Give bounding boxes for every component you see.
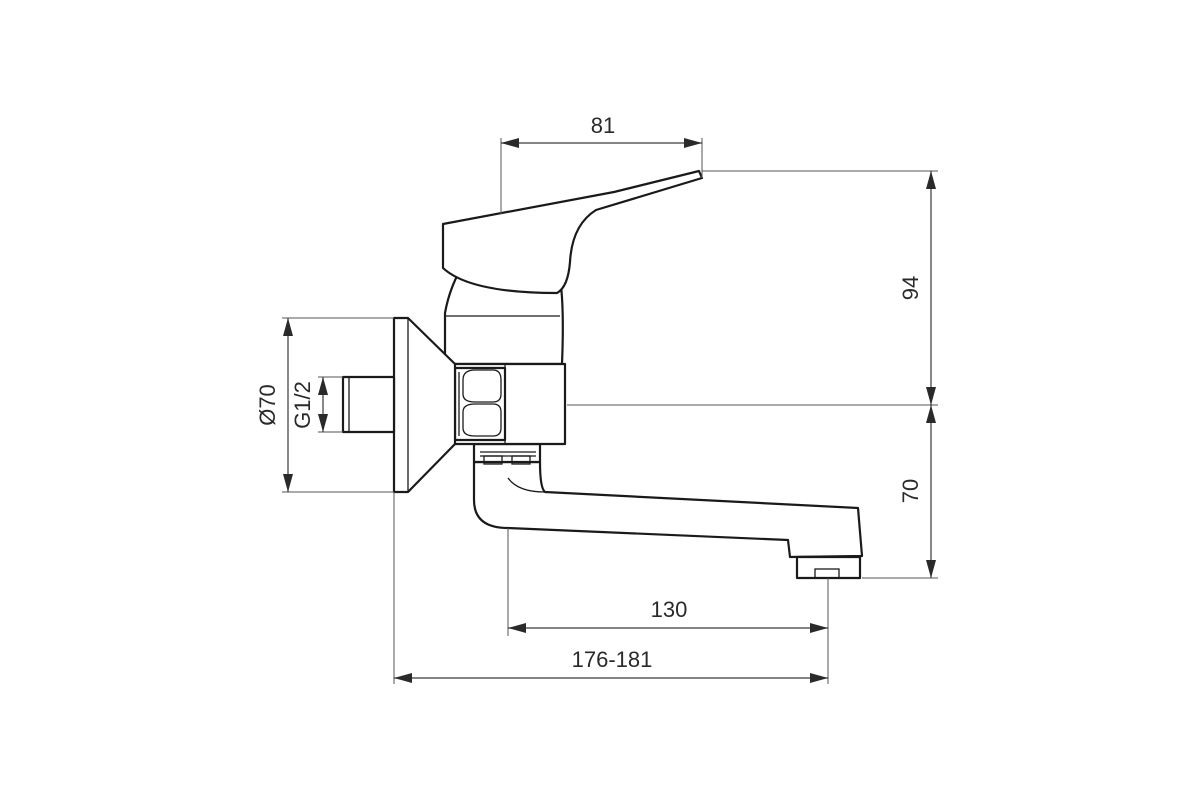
dim-label-spout-reach: 130: [651, 597, 688, 622]
dim-label-thread: G1/2: [290, 381, 315, 429]
extension-lines: [282, 138, 938, 684]
dimension-labels: 81 94 70 Ø70 G1/2 130 176-181: [255, 113, 923, 672]
dim-label-total-height: 94: [898, 276, 923, 300]
dim-label-spout-height: 70: [898, 479, 923, 503]
faucet-body: [341, 169, 864, 580]
dim-label-total-length: 176-181: [572, 647, 653, 672]
wall-thread: [341, 375, 396, 434]
aerator: [795, 555, 862, 580]
dim-label-rosette-diameter: Ø70: [255, 384, 280, 426]
dimension-lines: [283, 138, 936, 683]
spout: [472, 460, 864, 559]
dim-label-handle-reach: 81: [591, 113, 615, 138]
lever-handle: [441, 169, 704, 295]
